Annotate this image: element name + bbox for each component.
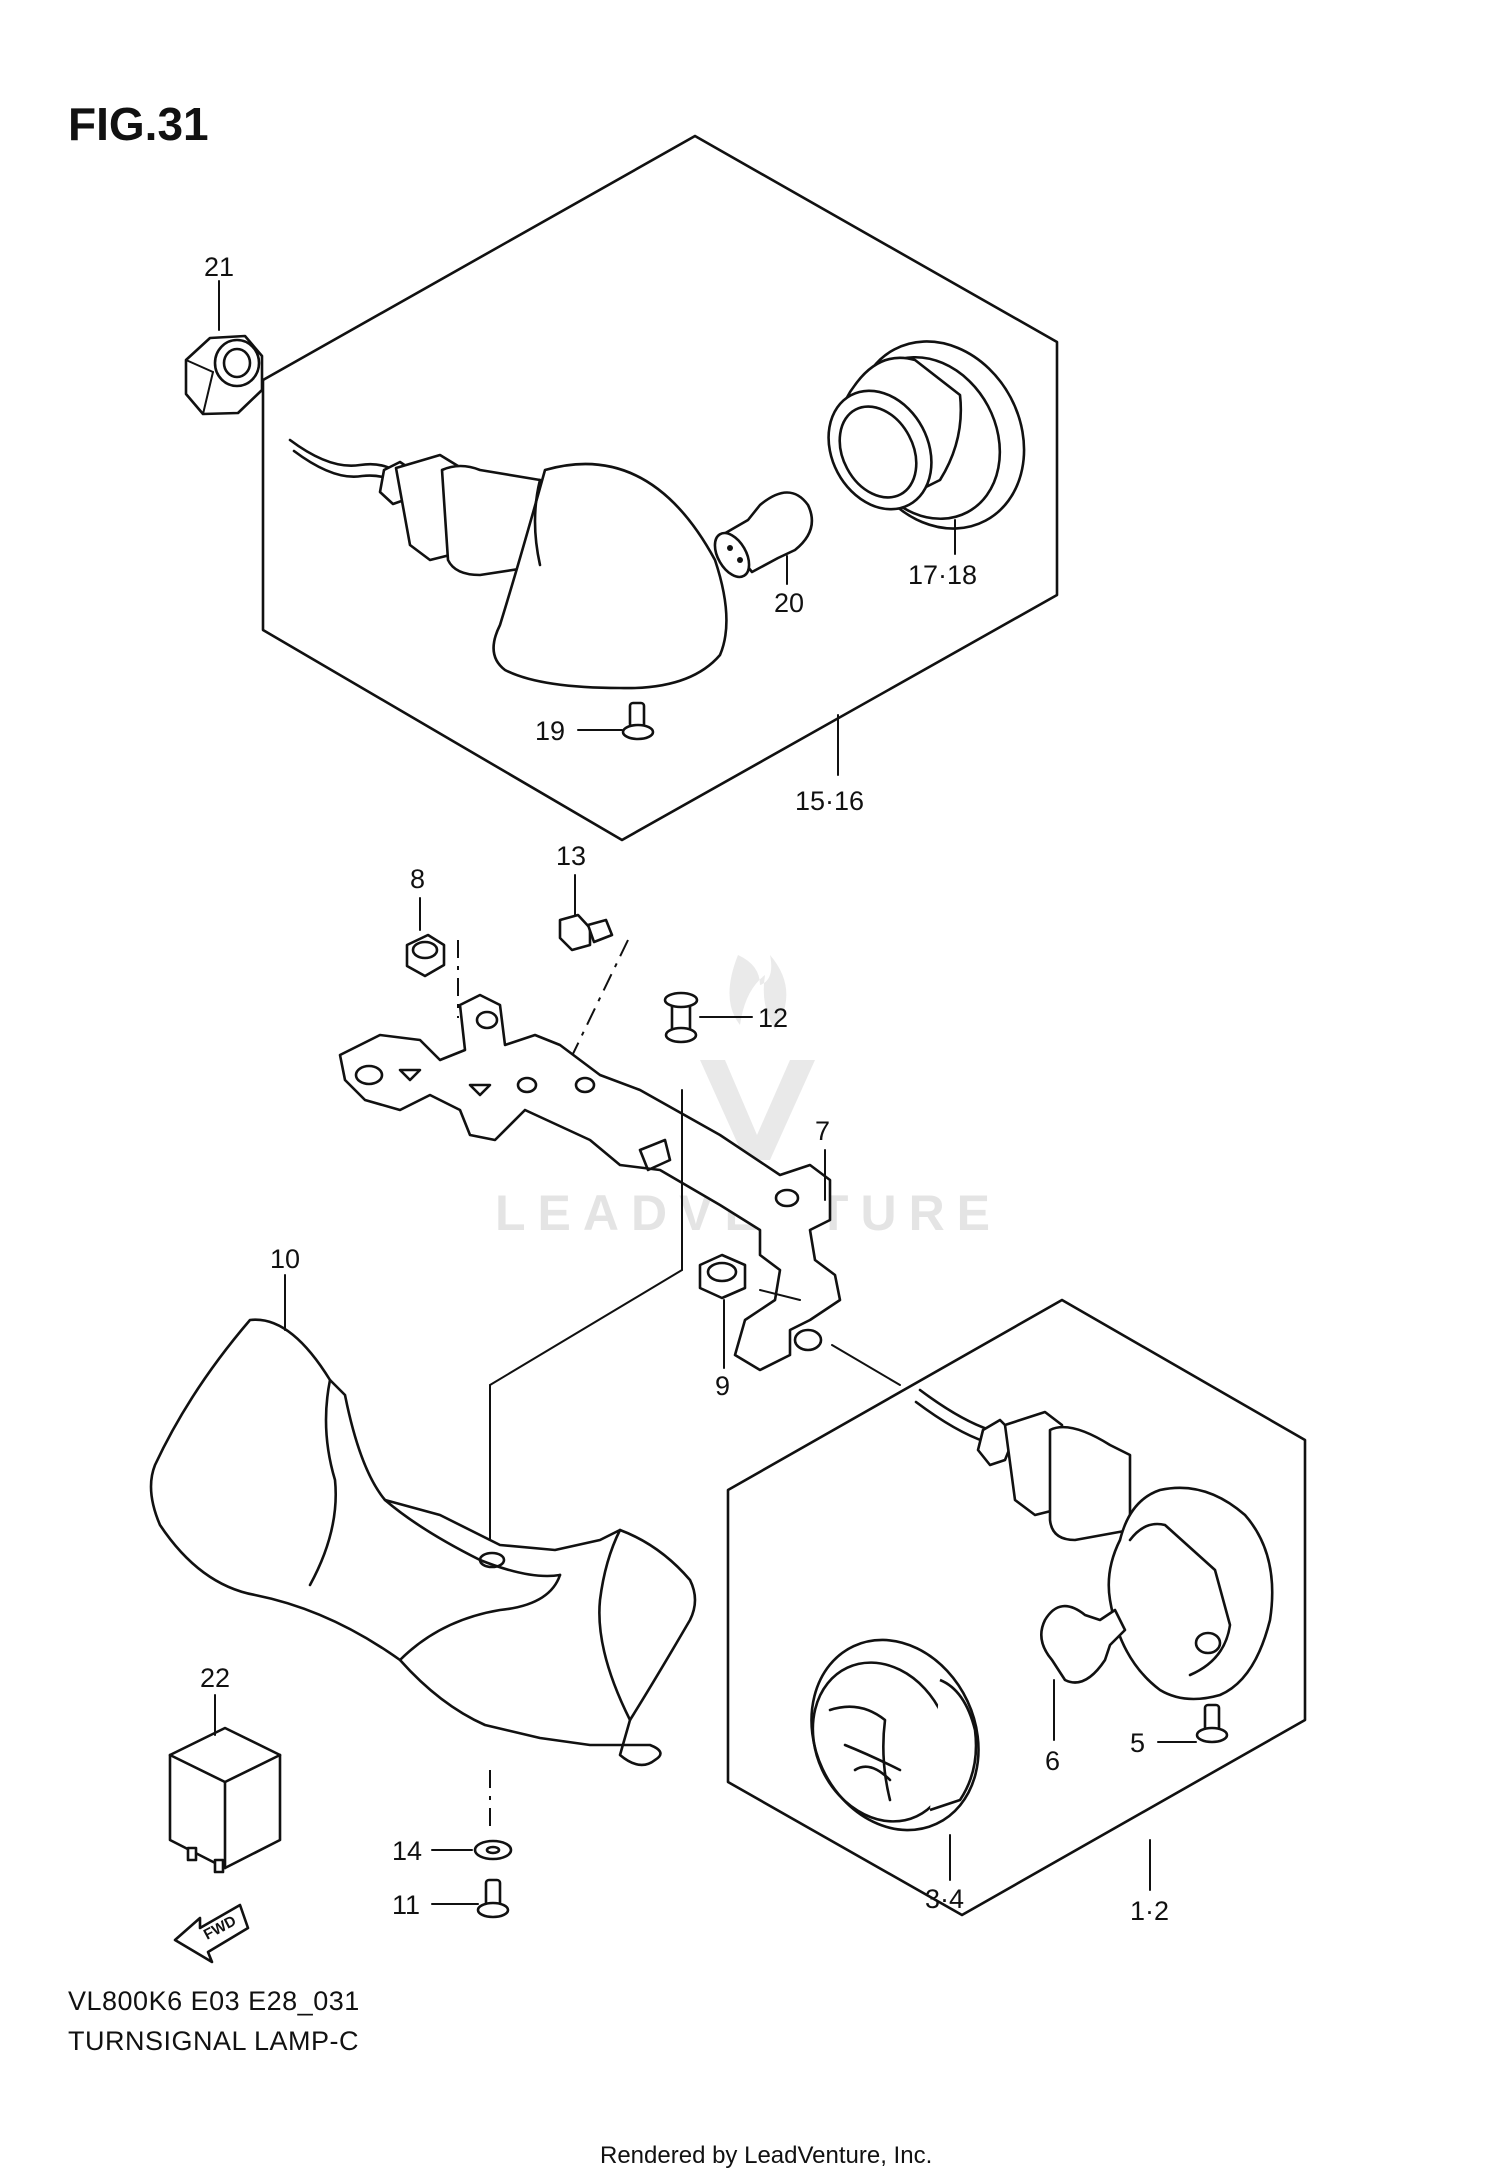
callout-1-2: 1·2 [1130,1896,1169,1926]
leader-dash-13 [569,939,629,1061]
bracket-7 [338,993,842,1372]
bolt-13 [558,913,614,952]
washer-14 [473,1839,513,1861]
collar-12 [663,991,699,1044]
callout-7: 7 [815,1116,830,1146]
callout-12: 12 [758,1003,788,1033]
figure-title: FIG.31 [68,98,209,150]
callout-10: 10 [270,1244,300,1274]
turn-signal-lamp-lower [914,1388,1274,1701]
relay-22 [168,1726,282,1874]
callout-11: 11 [392,1890,420,1920]
callout-15-16: 15·16 [795,786,864,816]
bulb-20 [713,491,814,579]
screw-19 [621,701,655,741]
assembly-outline-upper [261,134,1059,842]
rendered-by: Rendered by LeadVenture, Inc. [600,2142,932,2169]
callout-20: 20 [774,588,804,618]
callout-17-18: 17·18 [908,560,977,590]
nut-21 [184,334,264,416]
callout-9: 9 [715,1371,730,1401]
callout-22: 22 [200,1663,230,1693]
callout-19: 19 [535,716,565,746]
callout-13: 13 [556,841,586,871]
lens-17-18 [827,340,1026,530]
screw-11 [476,1878,510,1919]
cover-10 [149,1318,697,1767]
callout-21: 21 [204,252,234,282]
fwd-arrow-icon: FWD [173,1903,250,1964]
callout-5: 5 [1130,1728,1145,1758]
turn-signal-lamp-upper [288,438,728,690]
assembly-outline-lower [726,1298,1307,1917]
callout-6: 6 [1045,1746,1060,1776]
grommet-9 [698,1253,747,1300]
callout-3-4: 3·4 [925,1884,964,1914]
callout-14: 14 [392,1836,422,1866]
model-code: VL800K6 E03 E28_031 [68,1986,360,2016]
lens-3-4 [810,1638,980,1832]
bulb-6 [1040,1604,1127,1684]
figure-caption: TURNSIGNAL LAMP-C [68,2026,359,2056]
screw-5 [1195,1703,1229,1744]
leader-bracket-to-cover [489,1269,683,1386]
grommet-8 [405,933,446,978]
callout-8: 8 [410,864,425,894]
